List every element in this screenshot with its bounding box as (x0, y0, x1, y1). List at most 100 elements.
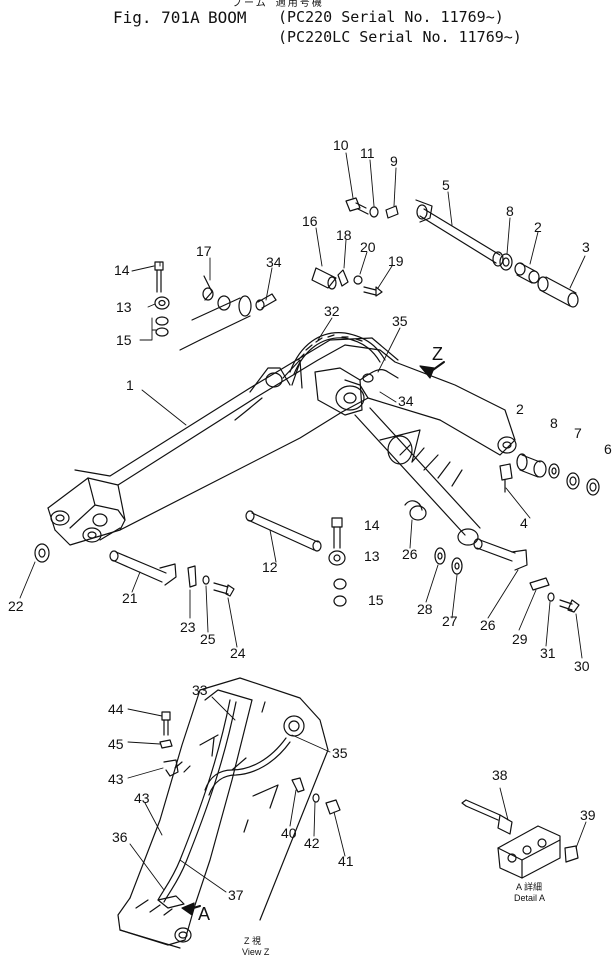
callout-28: 28 (417, 601, 433, 617)
plate-29-washer-31-bolt-30 (529, 577, 580, 613)
callout-18: 18 (336, 227, 352, 243)
arrow-z-label: Z (432, 344, 443, 364)
pin-21 (109, 550, 177, 586)
boom-top-boss (335, 385, 517, 454)
callout-32: 32 (324, 303, 340, 319)
callout-14-lower: 14 (364, 517, 380, 533)
callout-16: 16 (302, 213, 318, 229)
callout-13-lower: 13 (364, 548, 380, 564)
callout-14-upper: 14 (114, 262, 130, 278)
pin-5 (415, 199, 504, 267)
callout-2: 2 (534, 219, 542, 235)
callout-33: 33 (192, 682, 208, 698)
callout-9: 9 (390, 153, 398, 169)
callout-35-upper: 35 (392, 313, 408, 329)
view-z-caption: View Z (242, 947, 270, 957)
callout-40: 40 (281, 825, 297, 841)
pin-left-upper (179, 295, 252, 351)
pin-16 (311, 267, 383, 297)
clamp-40-washer-42-bolt-41 (291, 777, 341, 815)
callout-25: 25 (200, 631, 216, 647)
hose-35 (359, 368, 399, 383)
callout-15-upper: 15 (116, 332, 132, 348)
applicability-line-2: (PC220LC Serial No. 11769~) (278, 28, 522, 46)
hose-32 (289, 332, 386, 375)
callout-42: 42 (304, 835, 320, 851)
callout-26-right: 26 (480, 617, 496, 633)
callout-17: 17 (196, 243, 212, 259)
washers-28-27 (434, 547, 463, 575)
callout-35-lower: 35 (332, 745, 348, 761)
callout-37: 37 (228, 887, 244, 903)
callout-19: 19 (388, 253, 404, 269)
callout-45: 45 (108, 736, 124, 752)
boom-cylinder (354, 407, 481, 546)
callout-31: 31 (540, 645, 556, 661)
arrow-a-label: A (198, 904, 210, 924)
leader-lines (19, 152, 587, 893)
arrow-z (419, 361, 445, 379)
callout-43-upper: 43 (108, 771, 124, 787)
callout-27: 27 (442, 613, 458, 629)
callout-36: 36 (112, 829, 128, 845)
part-name: BOOM (208, 8, 247, 27)
callout-39: 39 (580, 807, 596, 823)
callout-38: 38 (492, 767, 508, 783)
callout-21: 21 (122, 590, 138, 606)
bolt-14-lower (328, 517, 347, 607)
callout-11: 11 (360, 145, 375, 161)
callout-43-lower: 43 (134, 790, 150, 806)
cylinder-bracket-upper (249, 359, 303, 393)
callout-44: 44 (108, 701, 124, 717)
callout-10: 10 (333, 137, 349, 153)
callout-6: 6 (604, 441, 612, 457)
callout-34-upper: 34 (266, 254, 282, 270)
callout-30: 30 (574, 658, 590, 674)
detail-a-caption-jp: A 詳細 (516, 881, 542, 892)
callout-15-lower: 15 (368, 592, 384, 608)
callout-8-right: 8 (550, 415, 558, 431)
bolt-34-upper (255, 293, 277, 311)
callout-29: 29 (512, 631, 528, 647)
washer-17 (202, 275, 231, 311)
callout-23: 23 (180, 619, 196, 635)
detail-a-block (497, 825, 561, 879)
figure-label: Fig. 701A (113, 8, 200, 27)
callouts: 1 2 3 4 5 2 8 8 7 6 9 10 11 12 13 13 14 … (8, 137, 612, 957)
callout-1: 1 (126, 377, 134, 393)
callout-26-left: 26 (402, 546, 418, 562)
callout-3: 3 (582, 239, 590, 255)
callout-7: 7 (574, 425, 582, 441)
bolt-10-group (345, 197, 399, 219)
callout-4: 4 (520, 515, 528, 531)
bolt-44-clamp-45-43 (159, 711, 179, 777)
bushing-8-2-3 (499, 253, 579, 308)
pin-26-right (473, 538, 528, 571)
callout-13-upper: 13 (116, 299, 132, 315)
view-z-boom (117, 677, 329, 949)
detail-a-caption: Detail A (514, 893, 545, 903)
callout-12: 12 (262, 559, 278, 575)
pin-12 (245, 510, 322, 552)
callout-2-right: 2 (516, 401, 524, 417)
view-z-hoses (157, 699, 291, 909)
applicability-line-1: (PC220 Serial No. 11769~) (278, 8, 504, 26)
plug-39 (564, 845, 579, 863)
callout-41: 41 (338, 853, 354, 869)
callout-22: 22 (8, 598, 24, 614)
washer-22 (34, 543, 50, 563)
view-z-caption-jp: Z 視 (244, 935, 261, 946)
view-z-arrow-a (181, 902, 201, 916)
boom-foot-bosses (50, 510, 108, 543)
callout-34-lower: 34 (398, 393, 414, 409)
callout-5: 5 (442, 177, 450, 193)
fitting-4 (499, 463, 513, 493)
bolt-14-upper (154, 261, 170, 337)
callout-20: 20 (360, 239, 376, 255)
header-top-line: ブーム 適用号機 (232, 0, 324, 9)
bushing-2-8-7-6 (516, 453, 600, 496)
callout-8-upper: 8 (506, 203, 514, 219)
plate-23-washer-25-bolt-24 (187, 565, 235, 597)
